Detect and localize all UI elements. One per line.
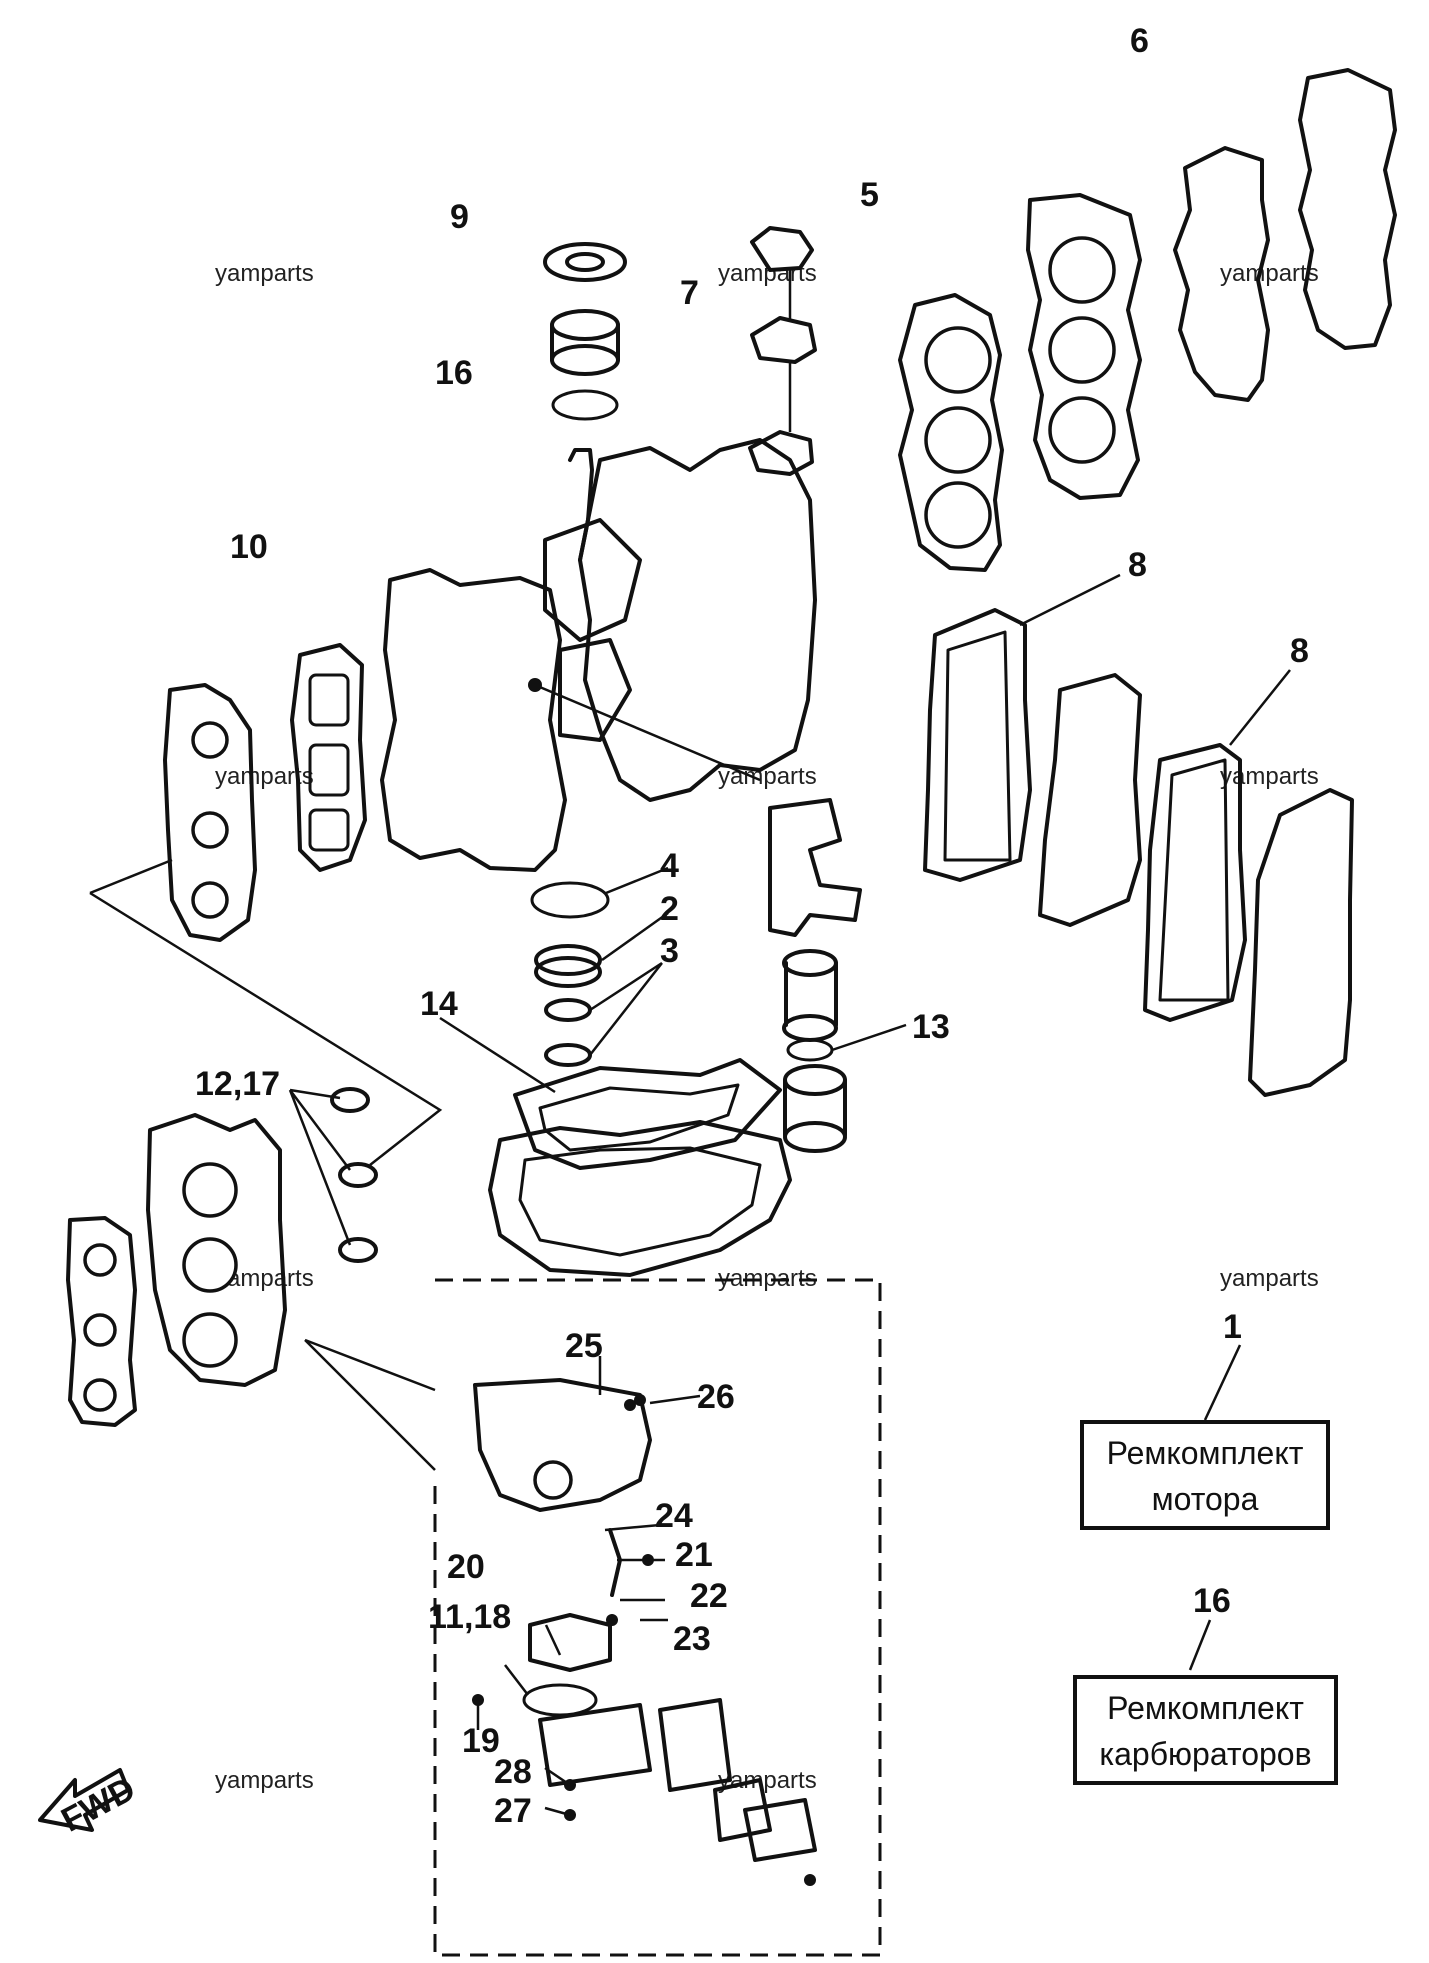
callout-19: 19 <box>462 1722 500 1760</box>
callout-24: 24 <box>655 1497 693 1535</box>
part-8-gaskets <box>923 573 1354 1097</box>
part-7-cover <box>748 226 817 476</box>
watermark: yamparts <box>215 1767 314 1794</box>
part-13-thermostat <box>768 798 907 1153</box>
part-5-head-gasket <box>898 193 1142 572</box>
watermarks: yamparts yamparts yamparts yamparts yamp… <box>215 260 1319 1794</box>
carb-kit-box: Ремкомплект карбюраторов <box>1073 1675 1338 1785</box>
callout-1: 1 <box>1223 1308 1242 1346</box>
callout-22: 22 <box>690 1577 728 1615</box>
callout-13: 13 <box>912 1008 950 1046</box>
callout-8a: 8 <box>1128 546 1147 584</box>
callouts: 6 5 9 7 16 8 8 10 4 2 3 13 14 12,17 25 2… <box>195 22 1309 1830</box>
callout-11-18: 11,18 <box>428 1598 511 1636</box>
callout-5: 5 <box>860 176 879 214</box>
kit-leaders <box>1188 1344 1242 1671</box>
watermark: yamparts <box>215 260 314 287</box>
part-12-17-carburetors <box>66 858 443 1427</box>
crankcase <box>380 438 817 872</box>
part-14-base-gasket <box>439 1016 792 1277</box>
fwd-arrow: FWD <box>38 1768 141 1840</box>
callout-26: 26 <box>697 1378 735 1416</box>
callout-25: 25 <box>565 1327 603 1365</box>
carb-kit-line1: Ремкомплект <box>1107 1690 1304 1726</box>
callout-7: 7 <box>680 274 699 312</box>
part-10-reed-gasket <box>163 643 367 942</box>
callout-4: 4 <box>660 847 679 885</box>
watermark: yamparts <box>1220 260 1319 287</box>
callout-3: 3 <box>660 932 679 970</box>
carb-kit-line2: карбюраторов <box>1099 1736 1312 1772</box>
callout-2: 2 <box>660 890 679 928</box>
callout-12-17: 12,17 <box>195 1065 280 1103</box>
callout-23: 23 <box>673 1620 711 1658</box>
part-9-oil-seal <box>543 242 627 421</box>
callout-16: 16 <box>1193 1582 1231 1620</box>
callout-27: 27 <box>494 1792 532 1830</box>
part-6-exhaust-cover <box>1173 68 1397 402</box>
callout-10: 10 <box>230 528 268 566</box>
watermark: yamparts <box>1220 763 1319 790</box>
callout-20: 20 <box>447 1548 485 1586</box>
callout-28: 28 <box>494 1753 532 1791</box>
motor-kit-line1: Ремкомплект <box>1106 1435 1304 1471</box>
callout-8b: 8 <box>1290 632 1309 670</box>
callout-14: 14 <box>420 985 458 1023</box>
callout-6: 6 <box>1130 22 1149 60</box>
callout-9: 9 <box>450 198 469 236</box>
watermark: yamparts <box>1220 1265 1319 1292</box>
callout-21: 21 <box>675 1536 713 1574</box>
carb-detail-box <box>304 1278 882 1957</box>
callout-15: 16 <box>435 354 473 392</box>
motor-kit-box: Ремкомплект мотора <box>1080 1420 1330 1530</box>
part-4-2-3-seals <box>530 866 669 1067</box>
motor-kit-line2: мотора <box>1151 1481 1259 1517</box>
watermark: yamparts <box>718 1767 817 1794</box>
